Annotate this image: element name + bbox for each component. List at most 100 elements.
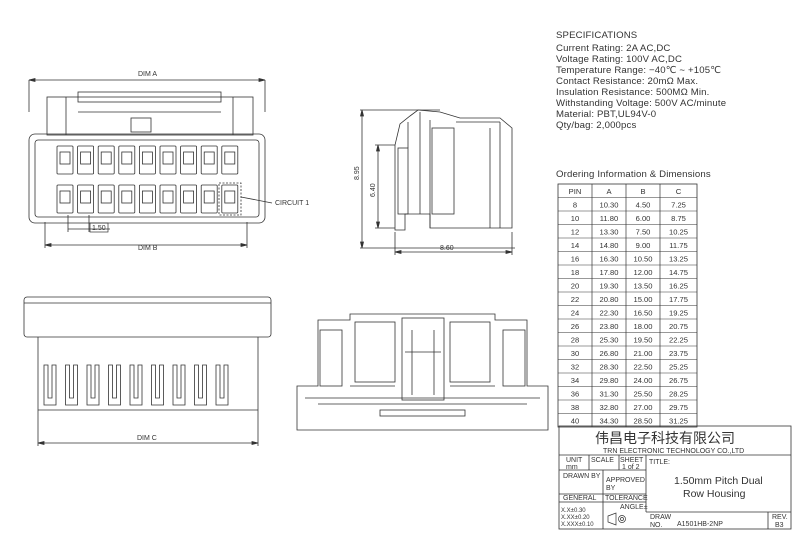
table-cell: 36: [571, 390, 579, 399]
table-cell: 22.50: [633, 363, 652, 372]
table-cell: 16.25: [669, 282, 688, 291]
table-cell: 8.75: [671, 214, 686, 223]
spec-line: Material: PBT,UL94V-0: [556, 109, 656, 120]
table-cell: 29.80: [599, 376, 618, 385]
table-header-cell: C: [676, 187, 682, 196]
table-cell: 20: [571, 282, 579, 291]
pin-slot: [43, 364, 57, 406]
draw-no-value: A1501HB-2NP: [677, 521, 723, 528]
table-cell: 7.50: [636, 228, 651, 237]
table-cell: 16: [571, 255, 579, 264]
table-cell: 25.25: [669, 363, 688, 372]
depth-label: 8.60: [440, 245, 454, 252]
cavity: [118, 184, 136, 214]
cavity: [77, 145, 94, 175]
cavity-window: [121, 190, 133, 204]
table-cell: 11.75: [669, 241, 687, 250]
drawn-by-label: DRAWN BY: [563, 473, 601, 480]
draw-no-label-2: NO.: [650, 522, 663, 529]
approved-label: APPROVED: [606, 477, 645, 484]
pin-slot: [108, 364, 121, 406]
table-cell: 13.50: [633, 282, 652, 291]
title-block: [558, 425, 792, 530]
cavity-window: [162, 190, 174, 204]
cavity: [77, 184, 94, 214]
table-cell: 29.75: [669, 403, 688, 412]
height-total-label: 8.95: [354, 166, 361, 180]
bottom-view: [23, 296, 272, 446]
table-cell: 30: [571, 349, 579, 358]
table-cell: 40: [571, 417, 579, 426]
table-cell: 19.50: [633, 336, 652, 345]
unit-label: UNIT: [566, 457, 583, 464]
table-cell: 20.80: [599, 295, 618, 304]
cavity: [200, 184, 218, 214]
cavity: [56, 184, 74, 214]
table-cell: 14.80: [599, 241, 618, 250]
cavity-window: [141, 151, 153, 165]
cavity-window: [59, 190, 71, 204]
cavity-window: [183, 190, 195, 204]
table-cell: 34.30: [599, 417, 618, 426]
rev-label: REV.: [772, 514, 788, 521]
table-cell: 14: [571, 241, 579, 250]
table-cell: 16.50: [633, 309, 652, 318]
table-header-cell: A: [606, 187, 612, 196]
spec-line: Current Rating: 2A AC,DC: [556, 43, 671, 54]
general-label: GENERAL: [563, 495, 597, 502]
table-cell: 31.30: [599, 390, 618, 399]
pin-slot: [65, 364, 78, 406]
dim-a-label: DIM A: [138, 71, 157, 78]
tolerance-line-1: X.X±0.30: [561, 508, 586, 514]
pitch-box: [89, 222, 109, 233]
table-cell: 28.30: [599, 363, 618, 372]
sheet-label: SHEET: [620, 457, 644, 464]
table-cell: 10.25: [669, 228, 688, 237]
table-cell: 27.00: [633, 403, 652, 412]
spec-line: Insulation Resistance: 500MΩ Min.: [556, 87, 709, 98]
table-cell: 22.25: [669, 336, 688, 345]
company-name-cn: 伟昌电子科技有限公司: [595, 430, 735, 446]
table-cell: 19.30: [599, 282, 618, 291]
table-cell: 13.30: [599, 228, 618, 237]
tolerance-line-3: X.XXX±0.10: [561, 522, 594, 528]
cavity: [221, 184, 239, 214]
specifications: SPECIFICATIONS Current Rating: 2A AC,DC …: [556, 30, 726, 131]
table-cell: 18: [571, 268, 579, 277]
table-cell: 28: [571, 336, 579, 345]
table-cell: 12.00: [633, 268, 652, 277]
company-name-en: TRN ELECTRONIC TECHNOLOGY CO.,LTD: [603, 448, 744, 455]
table-header-cell: B: [640, 187, 645, 196]
table-cell: 23.80: [599, 322, 618, 331]
table-cell: 26.80: [599, 349, 618, 358]
cavity-window: [100, 190, 112, 204]
table-cell: 10.30: [599, 201, 618, 210]
side-view: [359, 109, 515, 255]
dim-b-label: DIM B: [138, 245, 158, 252]
ordering-heading: Ordering Information & Dimensions: [556, 169, 711, 180]
cavity: [118, 145, 136, 175]
cavity: [159, 145, 177, 175]
pin-slot: [172, 364, 186, 406]
cavity-window: [203, 151, 215, 165]
table-cell: 26: [571, 322, 579, 331]
table-cell: 15.00: [633, 295, 652, 304]
table-cell: 4.50: [636, 201, 651, 210]
tolerance-label: TOLERANCE: [605, 495, 648, 502]
table-cell: 22: [571, 295, 579, 304]
spec-line: Qty/bag: 2,000pcs: [556, 120, 636, 131]
cavity-window: [203, 190, 215, 204]
cavity-window: [59, 151, 71, 165]
cavity: [138, 184, 156, 214]
pin-slot: [194, 364, 207, 406]
cavity-window: [100, 151, 112, 165]
table-cell: 14.75: [669, 268, 688, 277]
cavity: [97, 145, 115, 175]
pin-slot: [86, 364, 100, 406]
spec-line: Contact Resistance: 20mΩ Max.: [556, 76, 698, 87]
cavity: [97, 184, 115, 214]
title-label: TITLE:: [649, 459, 670, 466]
table-cell: 24.00: [633, 376, 652, 385]
table-cell: 38: [571, 403, 579, 412]
table-cell: 28.25: [669, 390, 688, 399]
